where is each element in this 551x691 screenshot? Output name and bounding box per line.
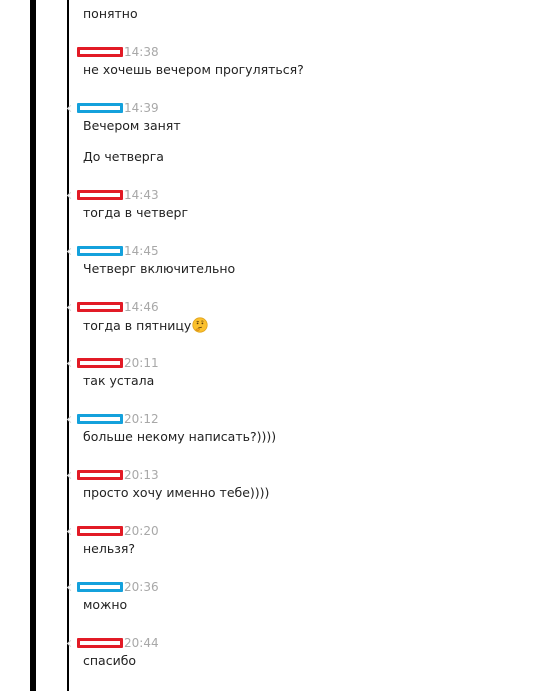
message-text: не хочешь вечером прогуляться? — [83, 62, 304, 77]
left-gutter — [0, 0, 30, 691]
message-text: понятно — [83, 6, 138, 21]
message-time: 14:39 — [124, 101, 159, 115]
message-header: 14:43 — [77, 188, 159, 202]
message-text: Четверг включительно — [83, 261, 236, 276]
sender-name-redacted — [77, 414, 123, 424]
message-text: До четверга — [83, 149, 164, 164]
message-time: 20:12 — [124, 412, 159, 426]
message-text: можно — [83, 597, 128, 612]
message-time: 14:43 — [124, 188, 159, 202]
message-text-row: тогда в пятницу — [83, 317, 208, 334]
sender-name-redacted — [77, 302, 123, 312]
message-text: нельзя? — [83, 541, 136, 556]
message-time: 14:46 — [124, 300, 159, 314]
sender-name-redacted — [77, 47, 123, 57]
message-time: 14:45 — [124, 244, 159, 258]
message-time: 20:11 — [124, 356, 159, 370]
sender-name-redacted — [77, 246, 123, 256]
message-time: 14:38 — [124, 45, 159, 59]
message-header: 20:13 — [77, 468, 159, 482]
chat-history: понятно 14:38 не хочешь вечером прогулят… — [66, 0, 541, 691]
message-header: 20:11 — [77, 356, 159, 370]
message-header: 20:44 — [77, 636, 159, 650]
message-time: 20:20 — [124, 524, 159, 538]
message-header: 14:46 — [77, 300, 159, 314]
sender-name-redacted — [77, 470, 123, 480]
message-header: 14:38 — [77, 45, 159, 59]
sender-name-redacted — [77, 526, 123, 536]
message-text: Вечером занят — [83, 118, 181, 133]
sender-name-redacted — [77, 103, 123, 113]
message-time: 20:13 — [124, 468, 159, 482]
thinking-face-icon — [192, 317, 208, 333]
message-text: так устала — [83, 373, 155, 388]
sender-name-redacted — [77, 190, 123, 200]
message-time: 20:36 — [124, 580, 159, 594]
message-header: 14:39 — [77, 101, 159, 115]
sender-name-redacted — [77, 638, 123, 648]
message-text: просто хочу именно тебе)))) — [83, 485, 270, 500]
black-bar — [30, 0, 36, 691]
message-header: 20:36 — [77, 580, 159, 594]
message-header: 20:12 — [77, 412, 159, 426]
message-time: 20:44 — [124, 636, 159, 650]
message-text: спасибо — [83, 653, 137, 668]
message-text: больше некому написать?)))) — [83, 429, 277, 444]
white-strip — [36, 0, 67, 691]
message-text: тогда в четверг — [83, 205, 189, 220]
black-divider — [67, 0, 69, 691]
sender-name-redacted — [77, 582, 123, 592]
sender-name-redacted — [77, 358, 123, 368]
message-header: 20:20 — [77, 524, 159, 538]
message-header: 14:45 — [77, 244, 159, 258]
message-text: тогда в пятницу — [83, 318, 192, 333]
